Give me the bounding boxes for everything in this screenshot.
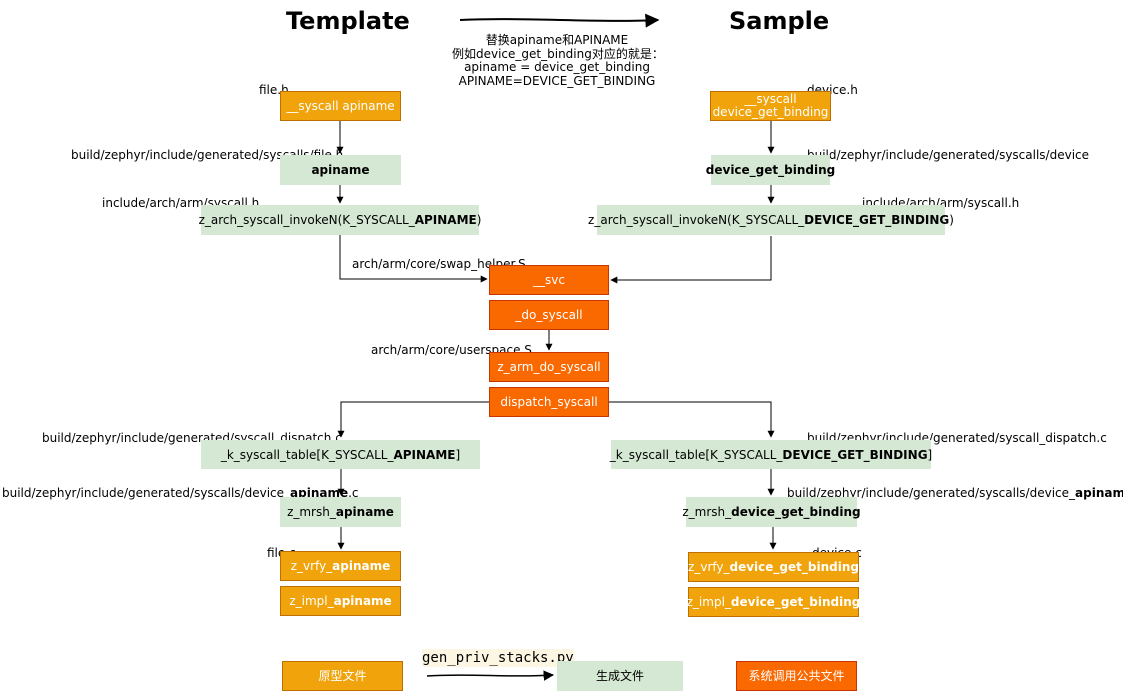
template-table-suffix: ] (455, 447, 461, 462)
template-mrsh-label-prefix: build/zephyr/include/generated/syscalls/… (2, 486, 291, 500)
template-gen-syscalls-label: build/zephyr/include/generated/syscalls/… (71, 148, 344, 162)
sample-mrsh-box[interactable]: z_mrsh_device_get_binding (682, 497, 861, 527)
template-syscall-box[interactable]: __syscall apiname (280, 91, 401, 121)
sample-table-bold: DEVICE_GET_BINDING (782, 447, 928, 462)
template-mrsh-label: build/zephyr/include/generated/syscalls/… (2, 486, 359, 500)
sample-invoke-box[interactable]: z_arch_syscall_invokeN(K_SYSCALL_DEVICE_… (588, 205, 954, 235)
legend-proto-text: 原型文件 (318, 669, 367, 683)
template-invoke-bold: APINAME (414, 213, 477, 227)
sample-impl-prefix: z_impl_ (686, 595, 731, 609)
replace-note: 替换apiname和APINAME 例如device_get_binding对应… (452, 33, 664, 88)
template-vrfy-bold: apiname (332, 559, 391, 573)
sample-invoke-bold: DEVICE_GET_BINDING (804, 213, 950, 227)
sample-table-prefix: _k_syscall_table[K_SYSCALL_ (609, 447, 783, 462)
sample-syscall-line1: __syscall (744, 92, 797, 106)
sample-syscall-box[interactable]: __syscall device_get_binding (710, 91, 831, 121)
sample-mrsh-label-prefix: build/zephyr/include/generated/syscalls/… (787, 486, 1076, 500)
legend-common-text: 系统调用公共文件 (748, 669, 845, 683)
template-vrfy-box[interactable]: z_vrfy_apiname (280, 551, 401, 581)
dispatch-syscall-text: dispatch_syscall (500, 395, 598, 409)
legend-generated-box: 生成文件 (557, 661, 683, 691)
template-mrsh-box[interactable]: z_mrsh_apiname (280, 497, 401, 527)
connector-dispatch-left (337, 401, 489, 438)
template-impl-prefix: z_impl_ (289, 594, 334, 608)
dispatch-syscall-box[interactable]: dispatch_syscall (489, 387, 609, 417)
note-line: 例如device_get_binding对应的就是： (452, 46, 664, 61)
template-title: Template (286, 7, 410, 35)
sample-vrfy-box[interactable]: z_vrfy_device_get_binding (688, 552, 859, 582)
template-mrsh-bold: apiname (335, 505, 394, 519)
template-table-bold: APINAME (393, 447, 456, 462)
legend-arrow (426, 670, 555, 681)
sample-gen-syscalls-label: build/zephyr/include/generated/syscalls/… (807, 148, 1090, 162)
sample-name-box[interactable]: device_get_binding (706, 155, 835, 185)
svc-text: __svc (533, 273, 565, 287)
template-mrsh-label-bold: apiname (290, 486, 349, 500)
svc-box[interactable]: __svc (489, 265, 609, 295)
sample-invoke-suffix: ) (949, 213, 954, 227)
note-line: 替换apiname和APINAME (485, 33, 629, 47)
legend-common-box: 系统调用公共文件 (736, 661, 857, 691)
sample-vrfy-bold: device_get_binding (729, 560, 859, 574)
note-line: APINAME=DEVICE_GET_BINDING (458, 73, 656, 88)
sample-title: Sample (729, 7, 830, 35)
legend-generated-text: 生成文件 (595, 669, 644, 683)
legend-proto-box: 原型文件 (282, 661, 403, 691)
legend-script-label: gen_priv_stacks.py (422, 649, 574, 667)
connector-dispatch-right (609, 401, 775, 438)
sample-mrsh-prefix: z_mrsh_ (682, 505, 732, 519)
template-invoke-prefix: z_arch_syscall_invokeN(K_SYSCALL_ (198, 213, 415, 227)
do-syscall-box[interactable]: _do_syscall (489, 300, 609, 330)
template-impl-box[interactable]: z_impl_apiname (280, 586, 401, 616)
template-table-box[interactable]: _k_syscall_table[K_SYSCALL_APINAME] (201, 440, 480, 469)
template-impl-bold: apiname (333, 594, 392, 608)
sample-vrfy-prefix: z_vrfy_ (688, 560, 730, 574)
connector-template-to-svc (339, 235, 488, 283)
replace-arrow (459, 13, 660, 28)
template-invoke-suffix: ) (476, 213, 482, 227)
template-mrsh-prefix: z_mrsh_ (287, 505, 336, 519)
template-vrfy-prefix: z_vrfy_ (290, 559, 333, 573)
template-mrsh-label-suffix: .c (348, 486, 359, 500)
template-apiname-text: apiname (311, 163, 370, 177)
do-syscall-text: _do_syscall (515, 308, 583, 322)
template-invoke-box[interactable]: z_arch_syscall_invokeN(K_SYSCALL_APINAME… (198, 205, 482, 235)
template-syscall-text: __syscall apiname (286, 99, 395, 113)
sample-name-text: device_get_binding (705, 163, 836, 177)
sample-invoke-prefix: z_arch_syscall_invokeN(K_SYSCALL_ (588, 213, 805, 227)
sample-impl-box[interactable]: z_impl_device_get_binding (686, 587, 861, 617)
template-apiname-box[interactable]: apiname (280, 155, 401, 185)
sample-table-box[interactable]: _k_syscall_table[K_SYSCALL_DEVICE_GET_BI… (609, 440, 933, 469)
note-line: apiname = device_get_binding (464, 60, 650, 74)
arm-do-syscall-text: z_arm_do_syscall (497, 360, 601, 374)
sample-mrsh-label: build/zephyr/include/generated/syscalls/… (787, 486, 1123, 500)
sample-impl-bold: device_get_binding (730, 595, 861, 609)
sample-mrsh-label-bold: apiname (1075, 486, 1123, 500)
sample-syscall-line2: device_get_binding (712, 105, 829, 119)
sample-table-suffix: ] (927, 447, 933, 462)
arm-do-syscall-box[interactable]: z_arm_do_syscall (489, 352, 609, 382)
template-table-prefix: _k_syscall_table[K_SYSCALL_ (220, 447, 394, 462)
sample-mrsh-bold: device_get_binding (731, 505, 861, 519)
connector-sample-to-svc (610, 236, 772, 284)
swap-helper-label: arch/arm/core/swap_helper.S (352, 257, 526, 271)
